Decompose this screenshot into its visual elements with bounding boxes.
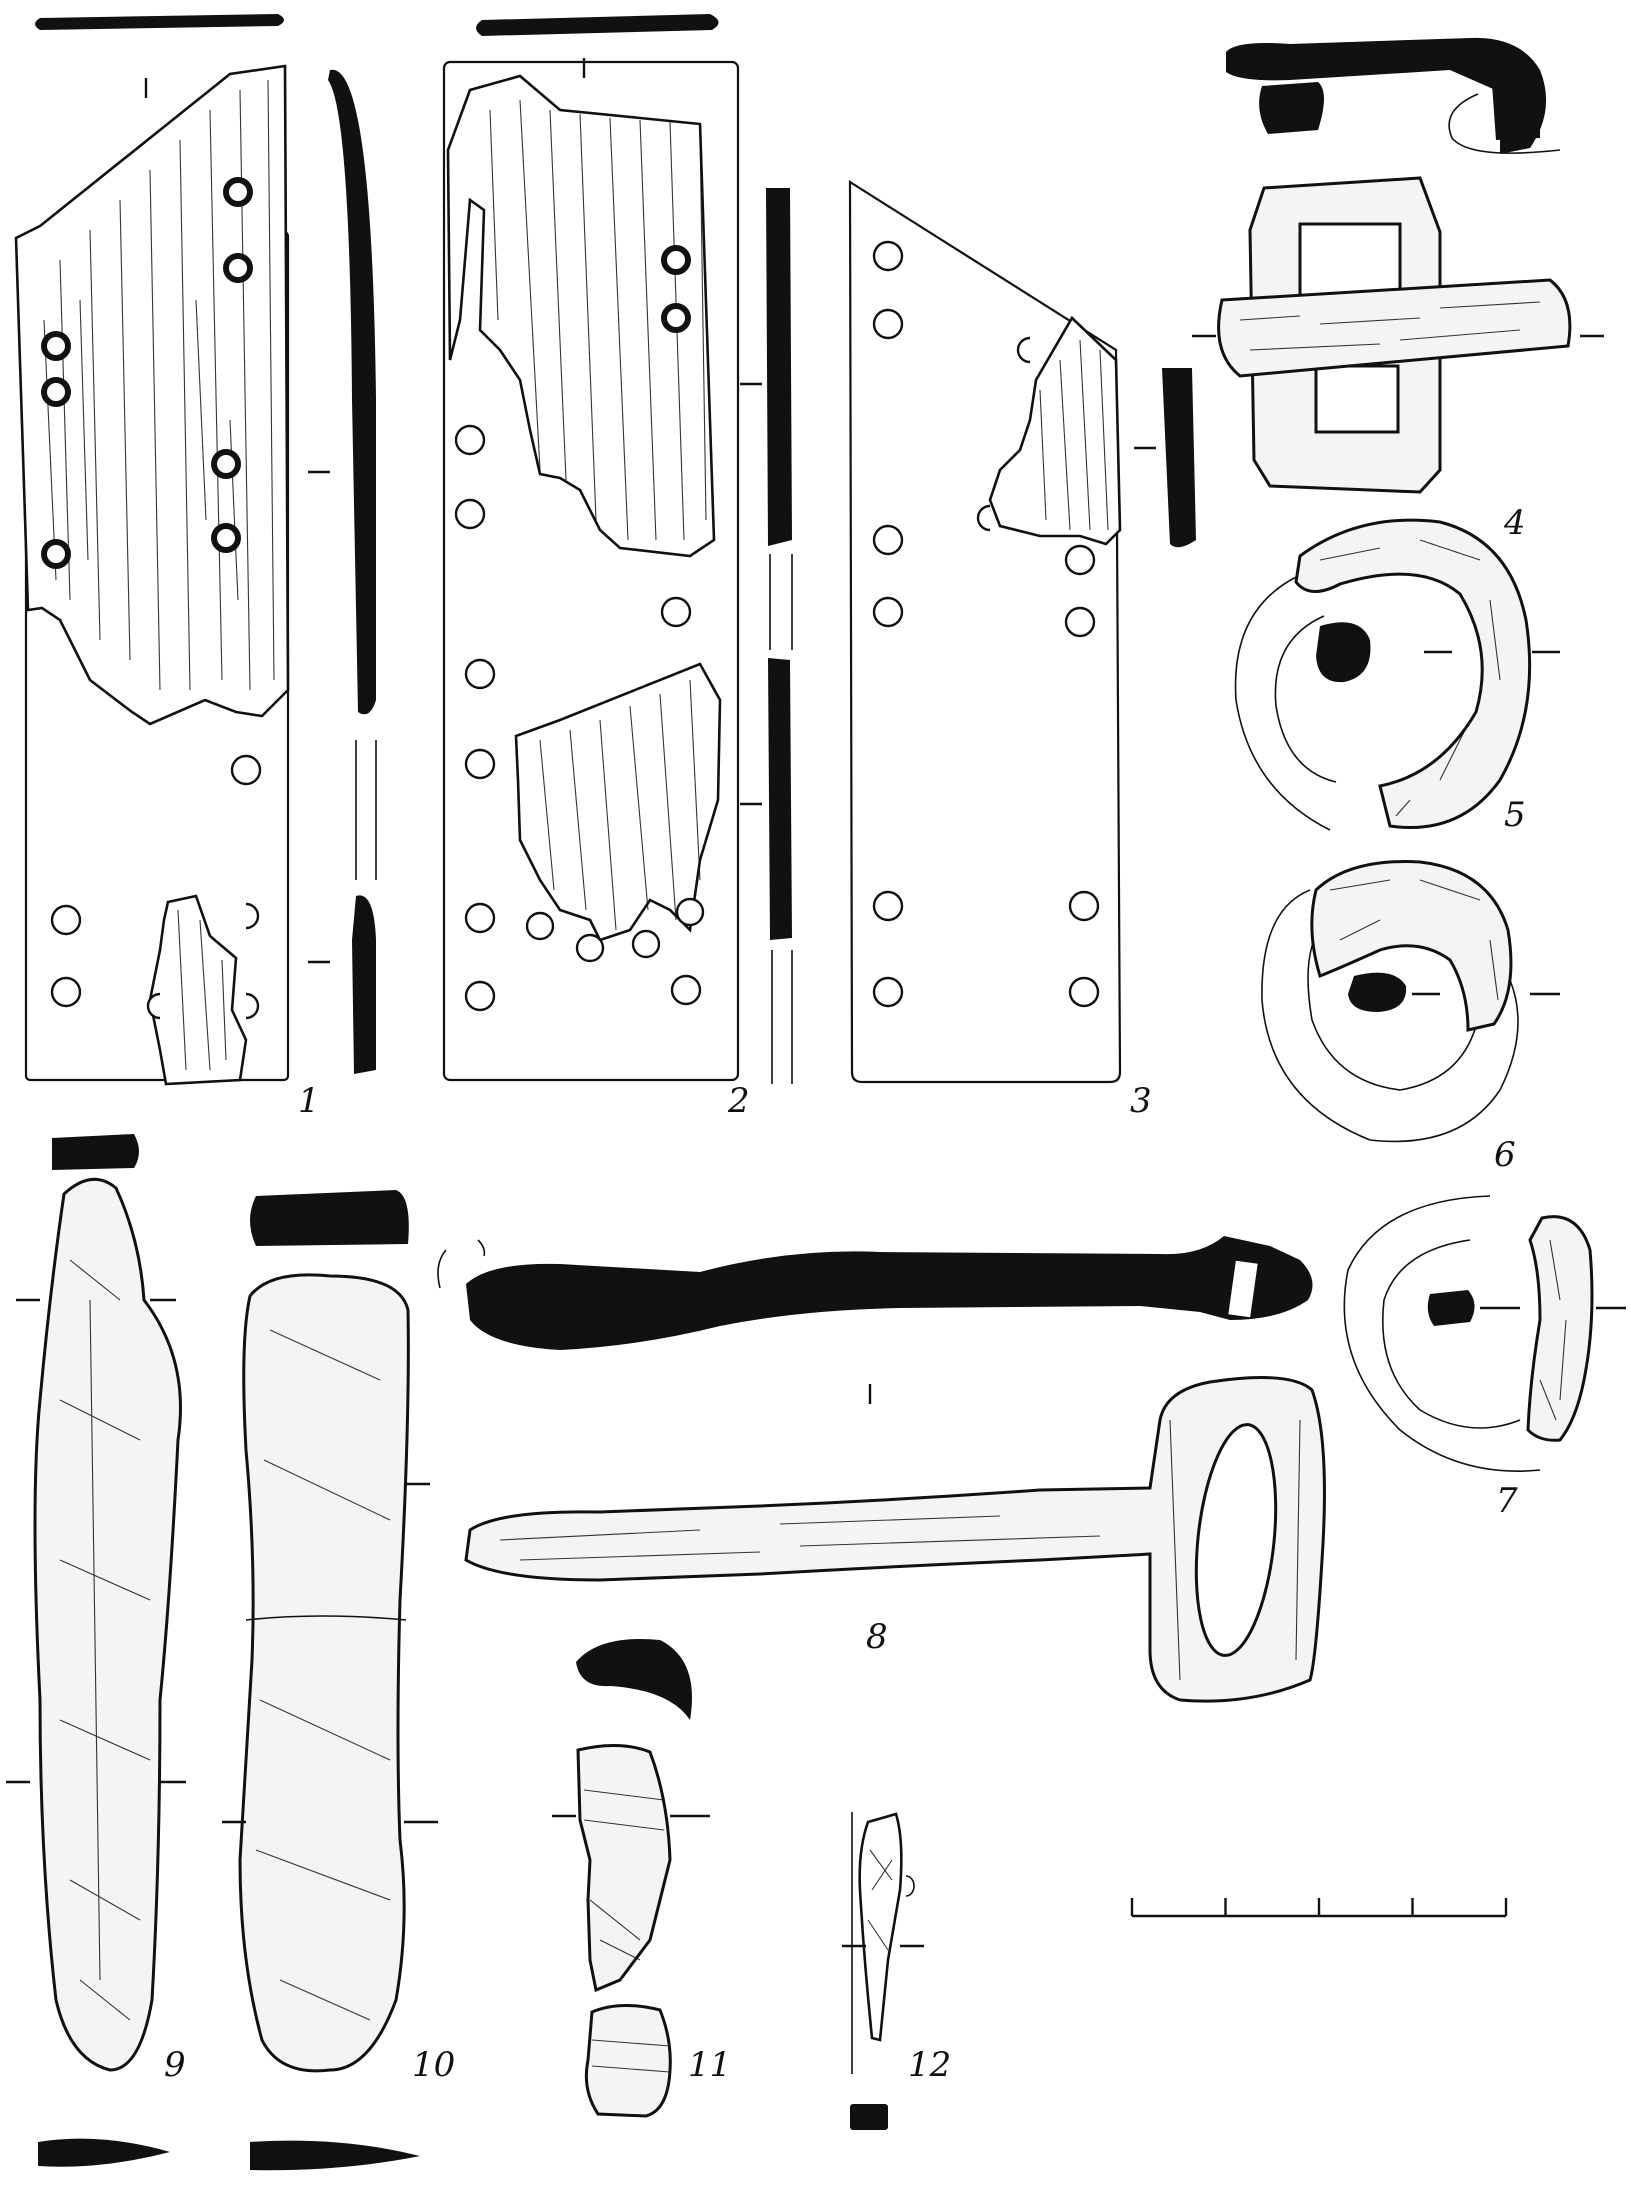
figure-7: 7: [1343, 1195, 1626, 1521]
figure-label-3: 3: [1130, 1081, 1152, 1121]
figure-8: 8: [437, 1236, 1326, 1703]
figure-label-10: 10: [412, 2045, 455, 2085]
figure-label-5: 5: [1504, 795, 1526, 835]
wood-grain-hatching: [43, 79, 275, 691]
figure-3: 3: [848, 180, 1196, 1121]
figure-label-8: 8: [866, 1617, 888, 1657]
scale-bar: [1130, 1898, 1508, 1918]
figure-12: 12: [842, 1812, 951, 2130]
figure-label-7: 7: [1496, 1481, 1518, 1521]
figure-1: 1: [14, 14, 377, 1121]
figure-label-4: 4: [1503, 503, 1526, 543]
figure-11: 11: [552, 1638, 731, 2118]
figure-10: 10: [222, 1190, 455, 2171]
figure-9: 9: [6, 1134, 186, 2167]
figure-6: 6: [1261, 860, 1560, 1175]
figure-5: 5: [1234, 518, 1560, 835]
figure-label-9: 9: [164, 2045, 186, 2085]
figure-4: 4: [1192, 37, 1604, 543]
figure-2: 2: [442, 14, 793, 1121]
figure-label-2: 2: [727, 1081, 750, 1121]
figure-label-6: 6: [1494, 1135, 1516, 1175]
figure-label-1: 1: [298, 1081, 320, 1121]
figure-label-12: 12: [908, 2045, 951, 2085]
figure-label-11: 11: [688, 2045, 731, 2085]
